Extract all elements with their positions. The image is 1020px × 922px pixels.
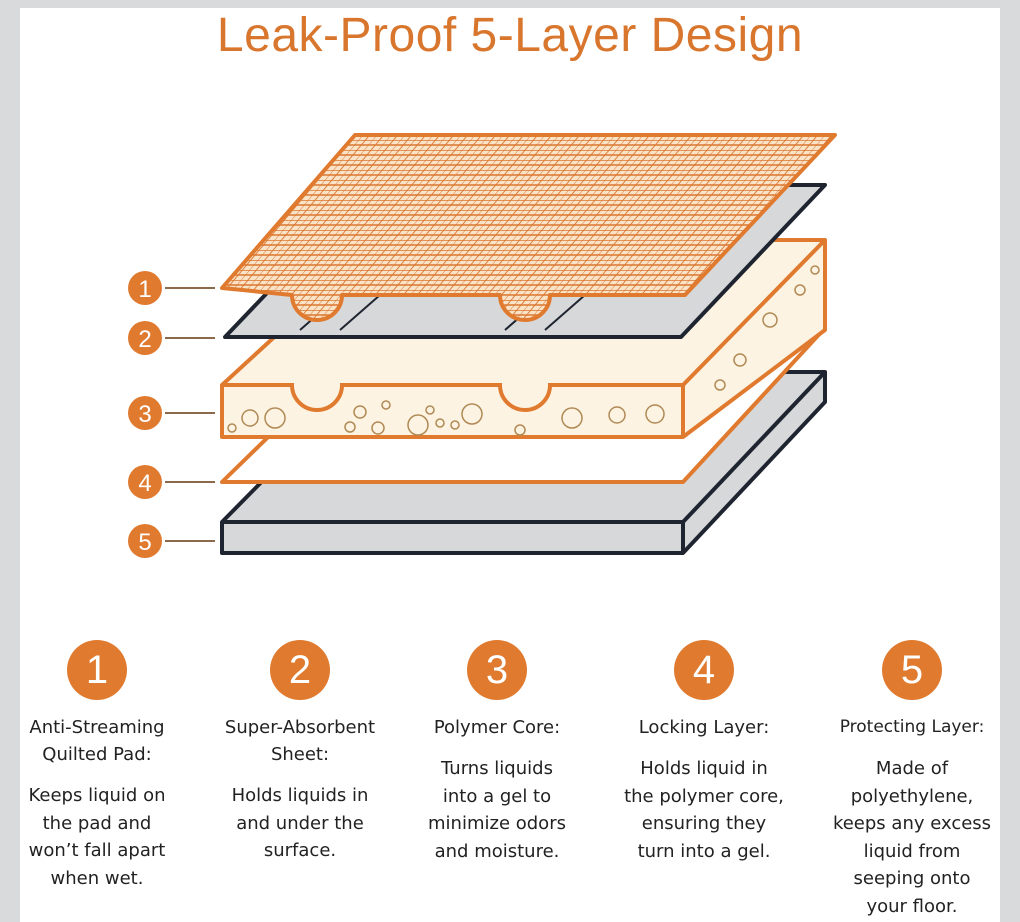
svg-text:5: 5 <box>138 529 151 556</box>
svg-text:3: 3 <box>138 401 151 428</box>
layer-heading: Locking Layer: <box>638 717 770 738</box>
callout-1: 1 <box>128 271 215 305</box>
number-badge: 3 <box>467 640 527 700</box>
number-badge: 1 <box>67 640 127 700</box>
svg-text:4: 4 <box>138 470 151 497</box>
callout-3: 3 <box>128 396 215 430</box>
svg-text:1: 1 <box>138 276 151 303</box>
page-title: Leak-Proof 5-Layer Design <box>216 9 804 62</box>
callout-2: 2 <box>128 321 215 355</box>
layer-1-quilted-pad <box>220 133 837 322</box>
layer-diagram: 1 2 3 4 5 <box>128 133 837 558</box>
layer-heading: Polymer Core: <box>433 717 561 738</box>
svg-text:2: 2 <box>138 326 151 353</box>
number-badge: 2 <box>270 640 330 700</box>
number-badge: 4 <box>674 640 734 700</box>
callout-4: 4 <box>128 465 215 499</box>
number-badge: 5 <box>882 640 942 700</box>
layer-heading: Protecting Layer: <box>839 717 985 737</box>
callout-5: 5 <box>128 524 215 558</box>
diagram-callouts: 1 2 3 4 5 <box>128 271 215 558</box>
